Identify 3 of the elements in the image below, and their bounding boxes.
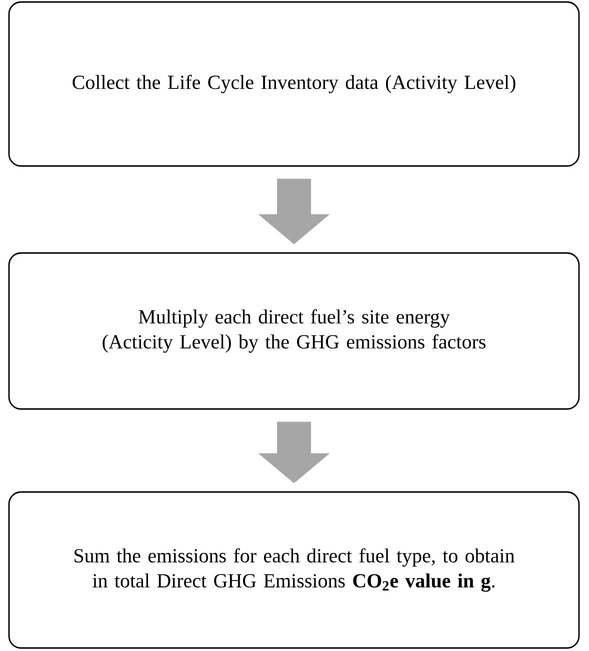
process-box: Multiply each direct fuel’s site energy (Acticity Level) by the GHG emissions factors — [8, 252, 580, 410]
process-box: Collect the Life Cycle Inventory data (Activity Level) — [8, 1, 580, 167]
process-box: Sum the emissions for each direct fuel type, to obtain in total Direct GHG Emissions CO$_{2}$e value in g. — [8, 491, 580, 649]
